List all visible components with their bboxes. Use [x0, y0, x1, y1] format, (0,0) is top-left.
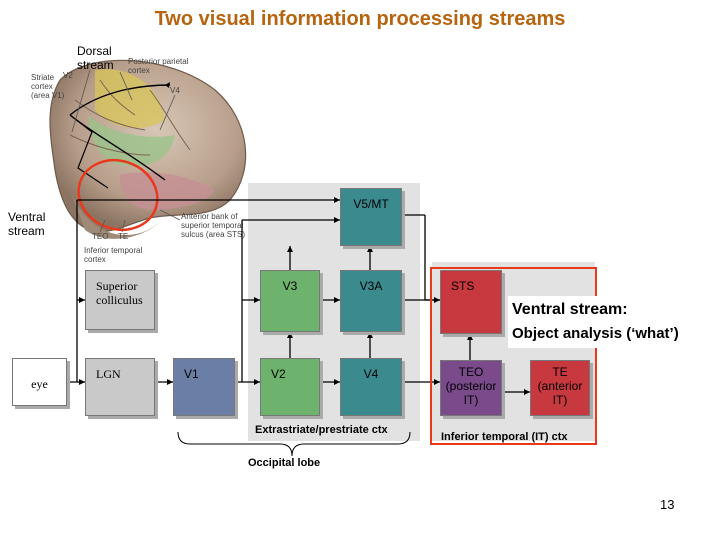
ventral-stream-highlight — [430, 267, 597, 445]
sts-box: STS — [440, 270, 502, 334]
posterior-parietal-annotation: Posterior parietal cortex — [128, 57, 189, 75]
eye-box: eye — [12, 358, 67, 406]
lgn-box: LGN — [85, 358, 155, 416]
teo-annotation: TEO — [92, 232, 109, 241]
ventral-highlight-ellipse — [77, 158, 159, 232]
inferior-temporal-annotation: Inferior temporal cortex — [84, 246, 143, 264]
striate-cortex-annotation: Striate cortex (area V1) — [31, 73, 65, 100]
anterior-bank-annotation: Anterior bank of superior temporal sulcu… — [181, 212, 246, 239]
brain-illustration — [49, 59, 247, 239]
te-annotation: TE — [118, 232, 129, 241]
occipital-lobe-label: Occipital lobe — [248, 457, 321, 469]
te-box: TE (anterior IT) — [530, 360, 590, 416]
ventral-stream-title: Ventral stream: — [512, 301, 628, 318]
ventral-stream-caption: Ventral stream: Object analysis (‘what’) — [508, 296, 683, 348]
v2-box: V2 — [260, 358, 320, 416]
inferior-temporal-label: Inferior temporal (IT) ctx — [441, 431, 568, 443]
v4-annotation: V4 — [170, 86, 180, 95]
extrastriate-label: Extrastriate/prestriate ctx — [255, 424, 388, 436]
page-number: 13 — [660, 497, 675, 512]
page-title: Two visual information processing stream… — [154, 8, 566, 30]
v3-box: V3 — [260, 270, 320, 332]
v3a-box: V3A — [340, 270, 402, 332]
v2-annotation: V2 — [63, 71, 73, 80]
ventral-stream-subtitle: Object analysis (‘what’) — [512, 325, 679, 342]
ventral-stream-label: Ventral stream — [8, 210, 46, 238]
superior-colliculus-box: Superior colliculus — [85, 270, 155, 330]
dorsal-stream-label: Dorsal stream — [77, 44, 114, 72]
v5mt-box: V5/MT — [340, 188, 402, 246]
v4-box: V4 — [340, 358, 402, 416]
v1-box: V1 — [173, 358, 235, 416]
teo-box: TEO (posterior IT) — [440, 360, 502, 416]
